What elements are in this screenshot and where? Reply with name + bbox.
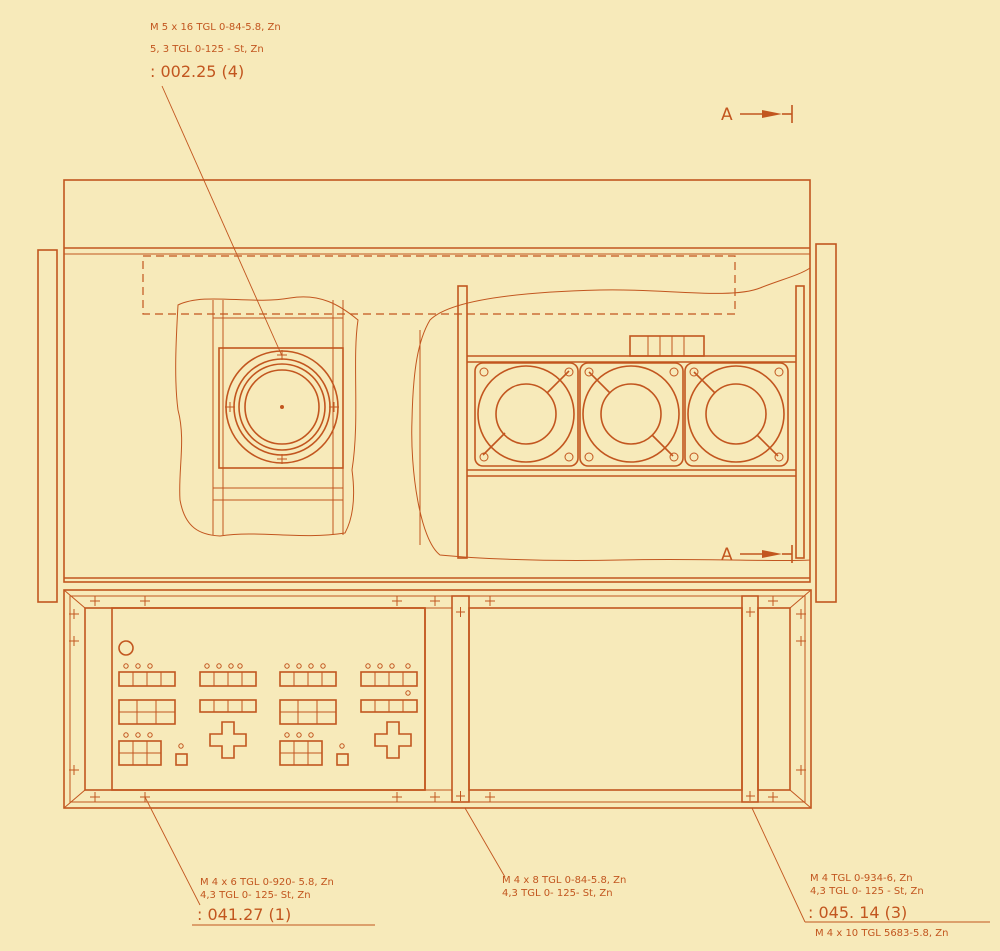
fan-connector: [629, 335, 705, 357]
power-indicator: [118, 640, 134, 656]
callout-bl-ref: : 041.27 (1): [197, 905, 291, 924]
housing-top-view: [37, 179, 837, 603]
section-mark-lower: A: [721, 545, 793, 565]
callout-top-spec2: 5, 3 TGL 0-125 - St, Zn: [150, 44, 264, 55]
callout-top: M 5 x 16 TGL 0-84-5.8, Zn 5, 3 TGL 0-125…: [150, 22, 281, 81]
callout-br-spec2: 4,3 TGL 0- 125 - St, Zn: [810, 886, 924, 897]
speaker-cone: [244, 369, 320, 445]
speaker-cutaway: [175, 296, 359, 537]
section-letter-lower: A: [721, 545, 733, 565]
keypad-group-3: [279, 663, 349, 766]
control-section: [84, 607, 426, 791]
callout-top-spec1: M 5 x 16 TGL 0-84-5.8, Zn: [150, 22, 281, 33]
right-side-rail: [815, 243, 837, 603]
left-side-rail: [37, 249, 58, 603]
fan-3: [684, 362, 789, 467]
fan-1: [474, 362, 579, 467]
direction-pad-left: [209, 721, 247, 759]
keypad-group-4: [360, 663, 418, 759]
fan-assembly-cutaway: [411, 267, 811, 562]
leader-lines: [144, 85, 990, 926]
callout-br-ref: : 045. 14 (3): [808, 903, 907, 922]
panel-divider-right: [741, 595, 759, 803]
callout-bottom-mid: M 4 x 8 TGL 0-84-5.8, Zn 4,3 TGL 0- 125-…: [502, 875, 626, 899]
direction-pad-right: [374, 721, 412, 759]
callout-bottom-left: M 4 x 6 TGL 0-920- 5.8, Zn 4,3 TGL 0- 12…: [197, 877, 334, 924]
callout-bm-spec1: M 4 x 8 TGL 0-84-5.8, Zn: [502, 875, 626, 886]
keypad-group-1: [118, 663, 188, 766]
blank-section: [468, 607, 743, 791]
panel-screws: [69, 596, 806, 802]
keypad-group-2: [199, 663, 257, 759]
panel-divider-left: [451, 595, 470, 803]
callout-top-ref: : 002.25 (4): [150, 62, 244, 81]
front-panel: [63, 589, 812, 809]
callout-br-spec1: M 4 TGL 0-934-6, Zn: [810, 873, 913, 884]
callout-br-spec3: M 4 x 10 TGL 5683-5.8, Zn: [815, 928, 948, 939]
speaker-mount-plate: [218, 347, 344, 469]
callout-bottom-right: M 4 TGL 0-934-6, Zn 4,3 TGL 0- 125 - St,…: [808, 873, 948, 939]
callout-bl-spec1: M 4 x 6 TGL 0-920- 5.8, Zn: [200, 877, 334, 888]
callout-bl-spec2: 4,3 TGL 0- 125- St, Zn: [200, 890, 311, 901]
hidden-cover-outline: [142, 255, 736, 315]
front-panel-outer: [63, 589, 812, 809]
section-mark-upper: A: [721, 105, 793, 125]
section-letter-upper: A: [721, 105, 733, 125]
fan-bracket-right: [795, 285, 805, 559]
fan-bracket-left: [457, 285, 468, 559]
callout-bm-spec2: 4,3 TGL 0- 125- St, Zn: [502, 888, 613, 899]
fan-2: [579, 362, 684, 467]
